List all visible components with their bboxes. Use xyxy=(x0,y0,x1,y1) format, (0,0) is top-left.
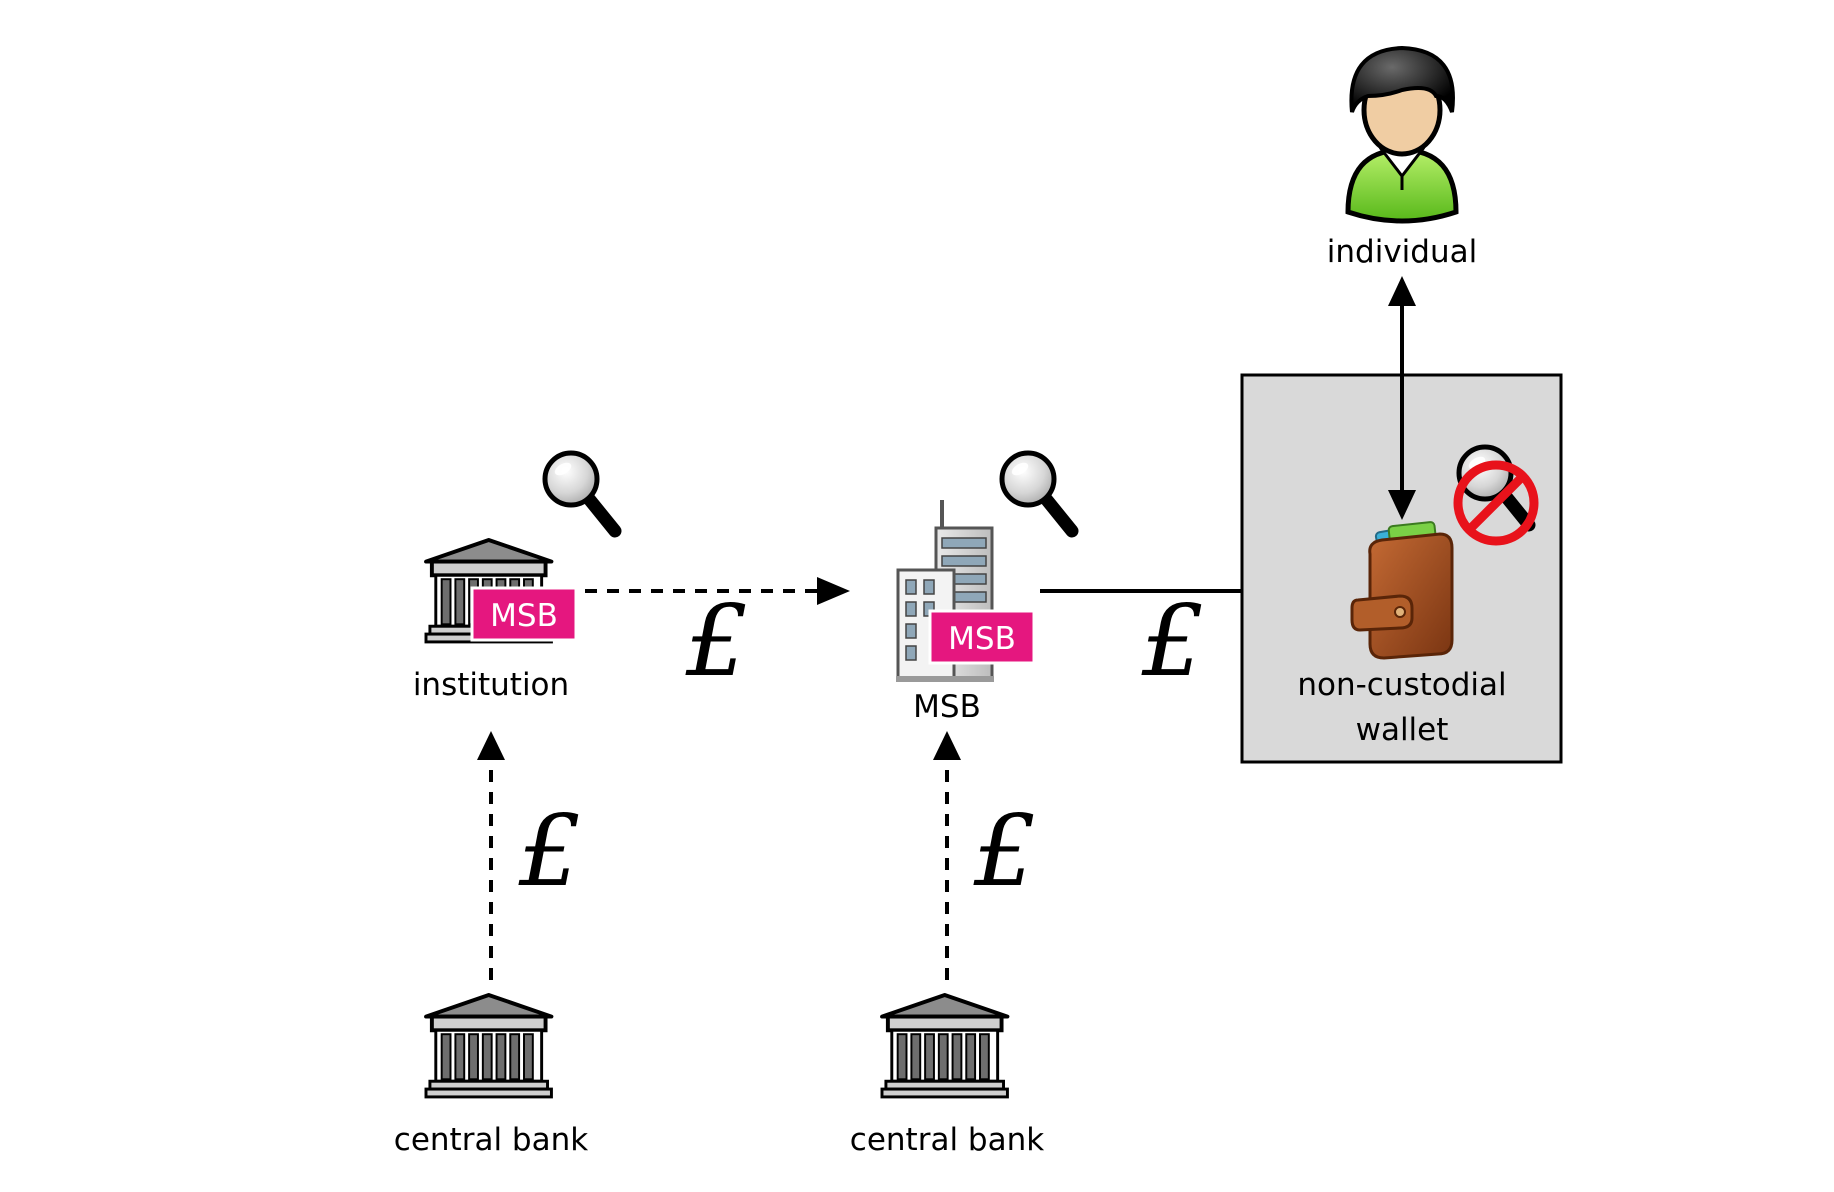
arrowhead-to-individual xyxy=(1388,276,1416,306)
institution-node: MSB institution xyxy=(413,538,578,703)
bank-icon xyxy=(424,993,554,1099)
wallet-label-line2: wallet xyxy=(1356,712,1449,748)
arrowhead-msb xyxy=(933,731,961,760)
individual-label: individual xyxy=(1327,234,1477,270)
central-bank-right-node: central bank xyxy=(850,993,1044,1158)
institution-label: institution xyxy=(413,667,569,703)
no-surveillance-icon xyxy=(1458,447,1539,546)
msb-badge xyxy=(928,609,1036,665)
pound-symbol-institution-msb: £ xyxy=(685,585,748,699)
msb-badge xyxy=(470,586,578,642)
arrowhead-to-wallet-down xyxy=(1388,490,1416,520)
msb-badge-text: MSB xyxy=(490,598,558,634)
central-bank-left-node: central bank xyxy=(394,993,588,1158)
pound-symbol-central-bank-right: £ xyxy=(973,795,1036,909)
central-bank-left-label: central bank xyxy=(394,1122,588,1158)
central-bank-right-label: central bank xyxy=(850,1122,1044,1158)
pound-symbol-central-bank-left: £ xyxy=(518,795,581,909)
msb-label: MSB xyxy=(913,689,981,725)
pound-symbol-msb-wallet: £ xyxy=(1141,585,1204,699)
magnifier-icon xyxy=(1002,453,1072,531)
wallet-label-line1: non-custodial xyxy=(1297,667,1506,703)
msb-node: MSB MSB xyxy=(896,500,1036,725)
arrowhead-to-msb xyxy=(817,577,850,605)
msb-badge-text: MSB xyxy=(948,621,1016,657)
bank-icon xyxy=(880,993,1010,1099)
wallet-icon xyxy=(1350,521,1454,660)
arrowhead-institution xyxy=(477,731,505,760)
person-icon xyxy=(1345,45,1459,224)
magnifier-icon xyxy=(545,453,615,531)
